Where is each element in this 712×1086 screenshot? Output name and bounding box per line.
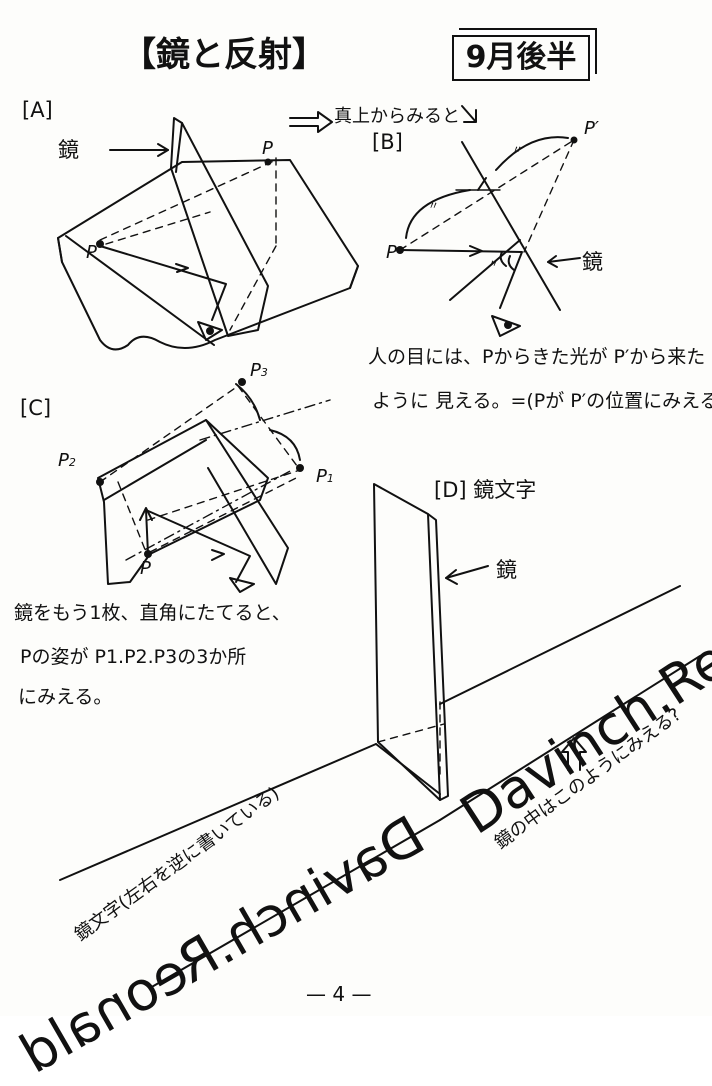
diagram-c (96, 378, 331, 593)
mirror-label-a: 鏡 (58, 138, 79, 162)
period-badge: 9月後半 (452, 35, 590, 81)
point-p-a: P (86, 242, 97, 263)
section-d-label: [D] 鏡文字 (434, 478, 537, 502)
explanation-c-line2: Pの姿が P1.P2.P3の3か所 (20, 646, 247, 668)
point-p-b: P (386, 242, 397, 263)
explanation-b-line2: ように 見える。=(Pが P′の位置にみえる) (372, 390, 712, 412)
diagram-a (57, 117, 359, 351)
diagram-b (396, 136, 581, 337)
worksheet-page: 【鏡と反射】 9月後半 [A] 鏡 P P 真上からみると [B] P P′ 鏡… (9, 35, 712, 1086)
section-b-label: [B] (372, 130, 403, 154)
view-arrow (289, 105, 477, 133)
explanation-c-line3: にみえる。 (18, 686, 113, 708)
diagram-d (59, 483, 701, 989)
mirror-label-b: 鏡 (582, 250, 603, 274)
mirror-label-d: 鏡 (496, 558, 517, 582)
point-p1: P1 (316, 466, 334, 487)
hand-drawn-diagrams (57, 105, 701, 989)
equal-mark-2: 〃 (512, 143, 523, 156)
point-p-c: P (140, 558, 151, 579)
explanation-c-line1: 鏡をもう1枚、直角にたてると、 (14, 602, 291, 624)
point-p3: P3 (250, 360, 268, 381)
page-number: — 4 — (306, 982, 372, 1006)
equal-mark-3: 〃 (488, 257, 499, 270)
section-c-label: [C] (20, 396, 52, 420)
equal-mark-1: 〃 (428, 199, 439, 212)
point-p2: P2 (58, 450, 76, 471)
explanation-b-line1: 人の目には、Pからきた光が P′から来た (368, 346, 706, 368)
point-p-image-a: P (262, 138, 273, 159)
top-view-caption: 真上からみると (334, 106, 460, 127)
point-p-image-b: P′ (584, 118, 599, 139)
section-a-label: [A] (22, 98, 53, 122)
page-title: 【鏡と反射】 (122, 35, 326, 75)
